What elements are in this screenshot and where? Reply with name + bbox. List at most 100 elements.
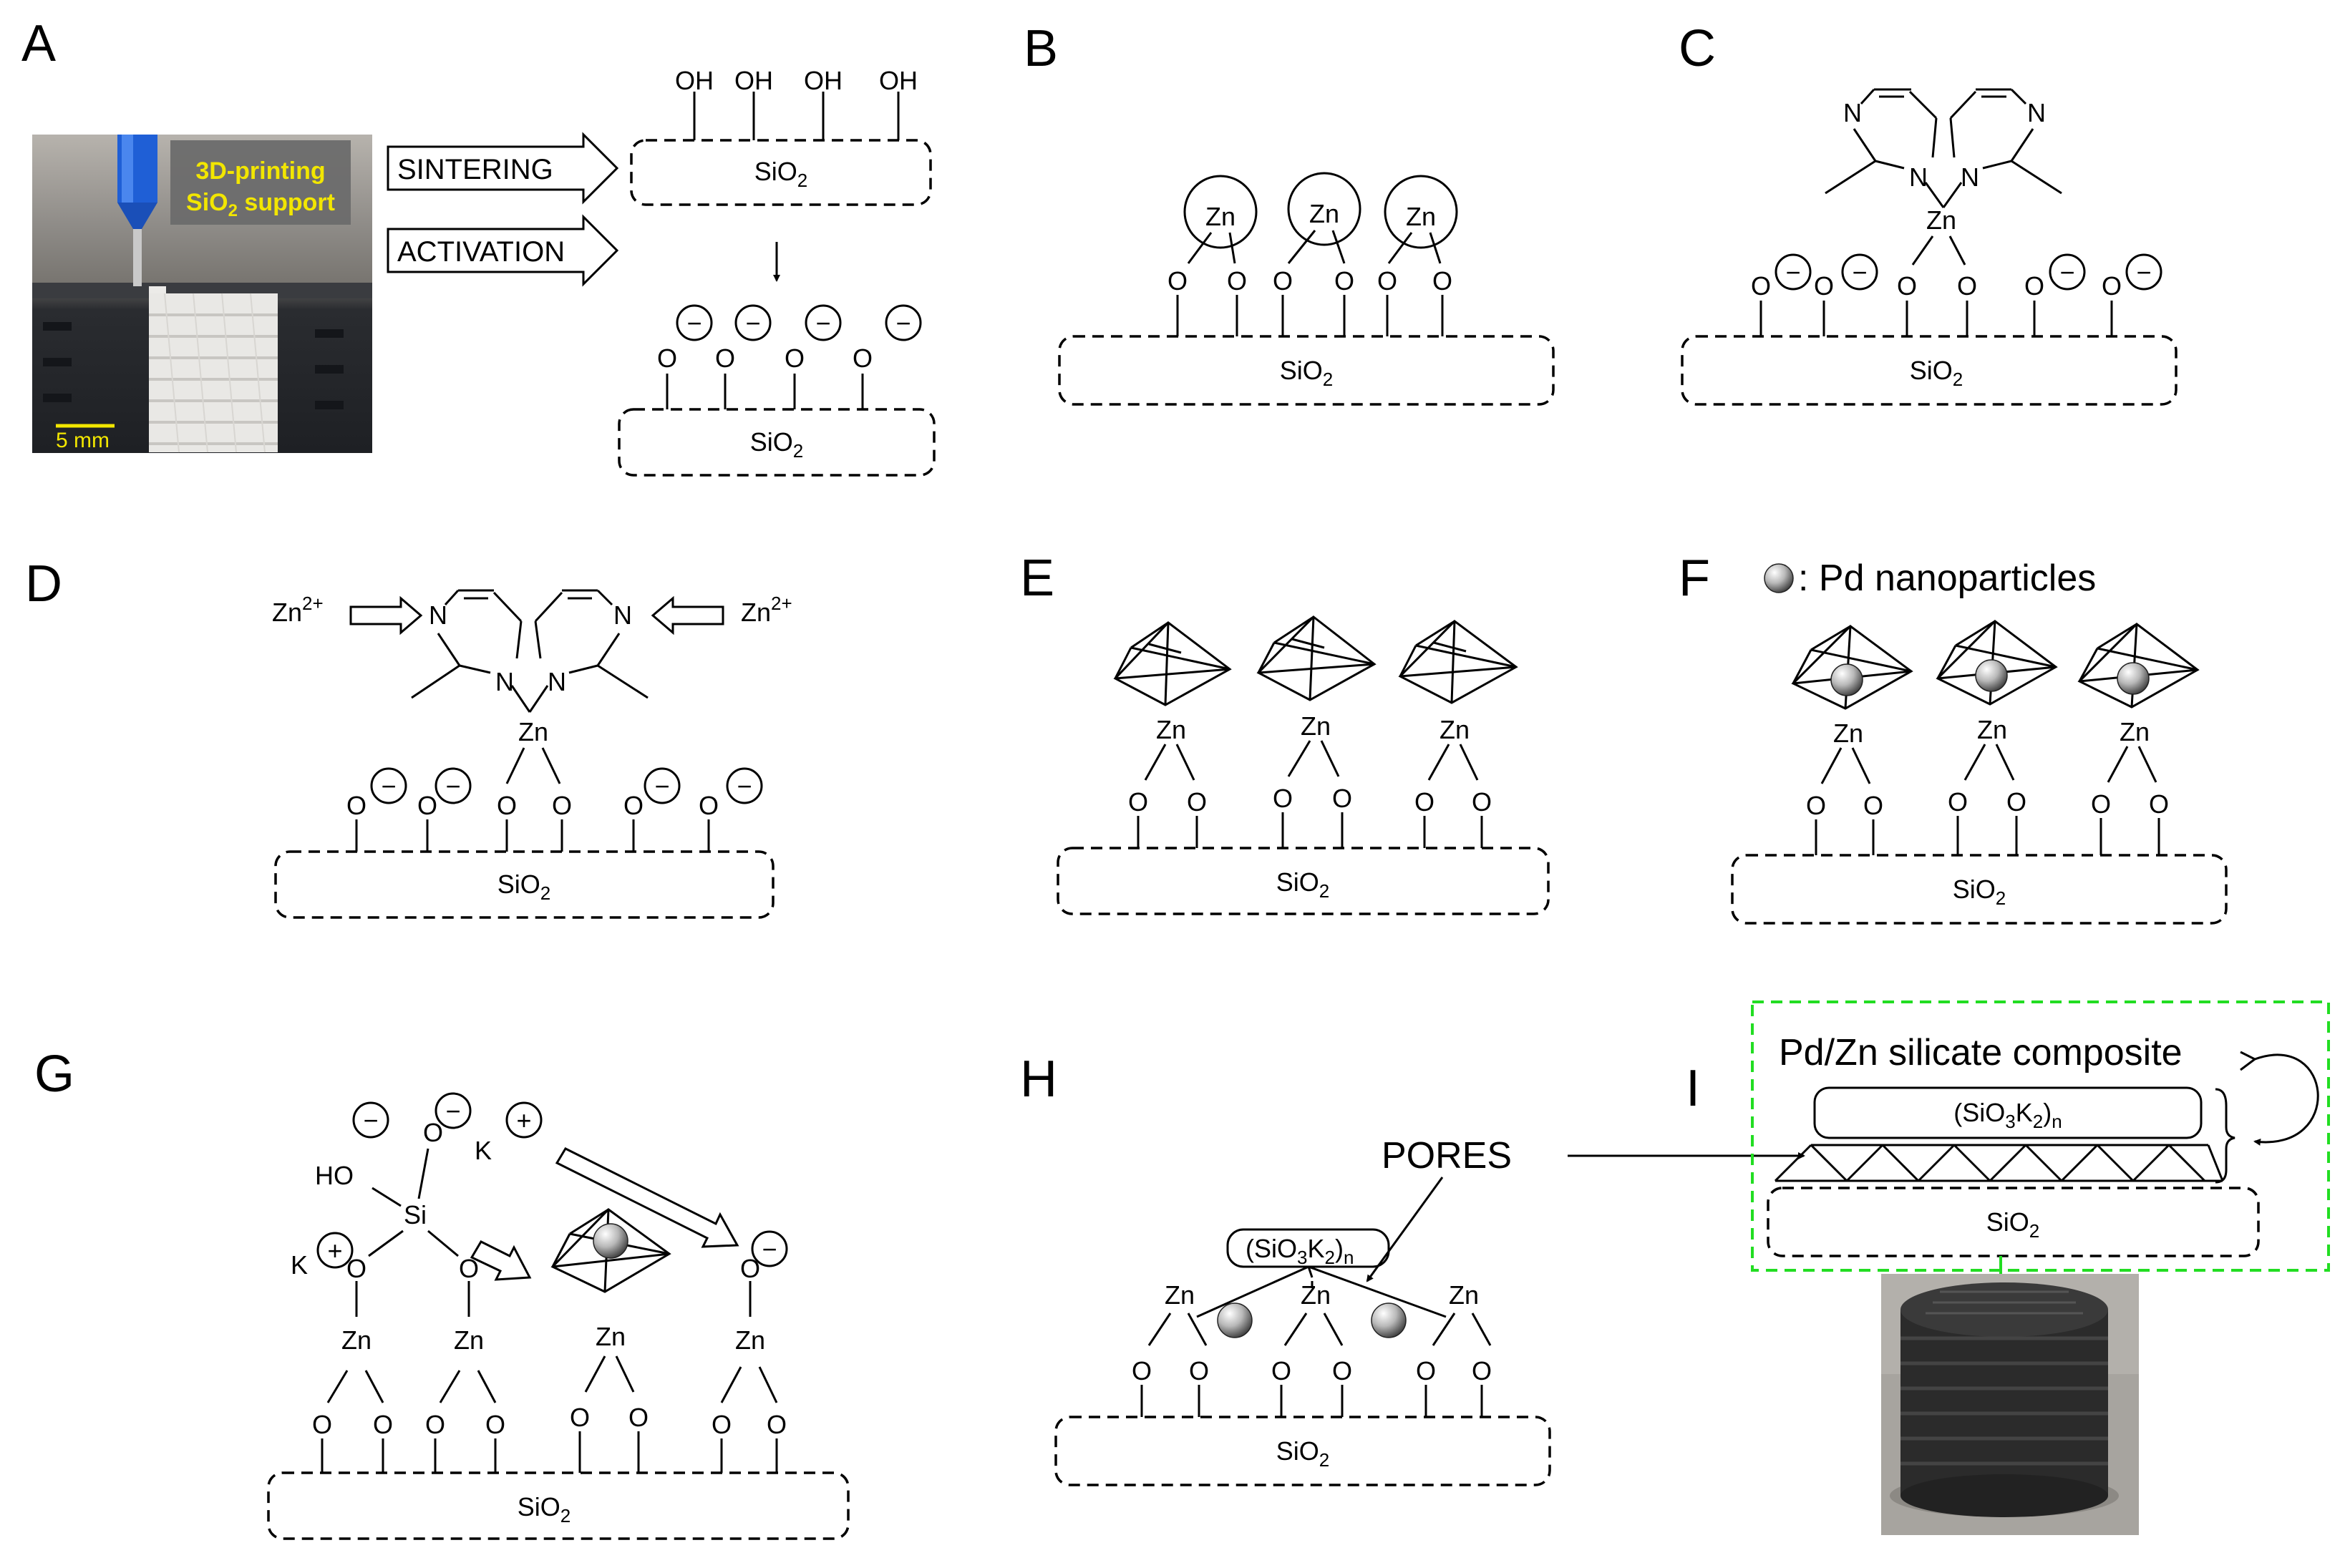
silicate-layer-label: (SiO3K2)n: [1246, 1234, 1354, 1268]
svg-text:−: −: [745, 308, 760, 338]
svg-text:O: O: [1187, 787, 1207, 817]
svg-text:OH: OH: [675, 66, 714, 95]
pores-label: PORES: [1382, 1135, 1512, 1177]
svg-text:−: −: [445, 1096, 460, 1126]
svg-text:O: O: [1472, 787, 1492, 817]
svg-text:O: O: [1334, 266, 1354, 296]
svg-text:N: N: [1909, 162, 1928, 192]
svg-text:−: −: [1852, 258, 1867, 287]
svg-text:O: O: [552, 791, 572, 820]
silicate-shell-label: (SiO3K2)n: [1953, 1098, 2062, 1132]
panel-e: Zn Zn Zn O O O O O O SiO2: [1057, 615, 1550, 915]
pores-arrow-down: [1366, 1177, 1444, 1282]
svg-text:O: O: [1227, 266, 1247, 296]
svg-text:N: N: [2027, 98, 2046, 127]
svg-text:O: O: [1132, 1356, 1152, 1386]
svg-text:O: O: [1863, 791, 1883, 820]
svg-text:Zn: Zn: [1309, 199, 1339, 228]
svg-text:Zn: Zn: [1301, 711, 1331, 741]
pore-lattice: [1774, 1144, 2224, 1182]
activation-arrow: ACTIVATION: [387, 214, 619, 287]
svg-text:O: O: [1128, 787, 1148, 817]
svg-text:O: O: [1814, 271, 1834, 301]
svg-text:O: O: [2091, 789, 2111, 819]
panel-label-h: H: [1020, 1051, 1057, 1108]
svg-text:O: O: [1189, 1356, 1209, 1386]
svg-text:O: O: [312, 1410, 332, 1439]
printed-catalyst-photo: [1881, 1274, 2139, 1535]
svg-text:SiO2: SiO2: [1276, 1436, 1329, 1471]
svg-text:O: O: [570, 1403, 590, 1432]
svg-text:O: O: [1416, 1356, 1436, 1386]
activated-silica: O O O O − − − − SiO2: [618, 304, 936, 477]
svg-text:N: N: [495, 667, 514, 696]
svg-text:SiO2: SiO2: [1953, 875, 2006, 909]
svg-text:O: O: [2102, 271, 2122, 301]
hydroxylated-silica: OH OH OH OH SiO2: [630, 66, 932, 206]
svg-text:N: N: [548, 667, 566, 696]
svg-text:O: O: [657, 344, 677, 373]
panel-d: Zn2+ Zn2+ N N N N Zn: [272, 589, 792, 919]
svg-text:Si: Si: [404, 1200, 427, 1229]
svg-text:O: O: [1167, 266, 1188, 296]
svg-text:HO: HO: [315, 1161, 354, 1190]
panel-h: (SiO3K2)n PORES Zn Zn Zn O O O O O O SiO…: [1054, 1135, 1805, 1486]
panel-label-f: F: [1679, 550, 1710, 607]
svg-text:O: O: [767, 1410, 787, 1439]
svg-text:Zn: Zn: [1449, 1280, 1479, 1310]
svg-text:Zn: Zn: [1205, 202, 1235, 231]
svg-text:N: N: [613, 600, 632, 630]
svg-text:O: O: [623, 791, 644, 820]
cycle-arrow: [2253, 1053, 2319, 1146]
svg-text:O: O: [497, 791, 517, 820]
svg-text:N: N: [1843, 98, 1862, 127]
svg-text:O: O: [1806, 791, 1826, 820]
svg-text:O: O: [346, 791, 366, 820]
svg-text:+: +: [327, 1236, 342, 1265]
svg-text:O: O: [853, 344, 873, 373]
brace: [2215, 1088, 2235, 1184]
svg-text:O: O: [712, 1410, 732, 1439]
svg-text:SiO2: SiO2: [1276, 867, 1329, 902]
svg-text:O: O: [1377, 266, 1397, 296]
svg-text:ACTIVATION: ACTIVATION: [397, 236, 565, 268]
svg-text:O: O: [373, 1410, 393, 1439]
sintering-arrow: SINTERING: [387, 132, 619, 205]
svg-text:O: O: [1332, 1356, 1352, 1386]
printing-photo: 3D-printing SiO2 support 5 mm: [32, 135, 372, 453]
svg-text:O: O: [1271, 1356, 1291, 1386]
panel-label-a: A: [21, 15, 56, 72]
svg-text:−: −: [815, 308, 830, 338]
svg-text:SiO2: SiO2: [497, 870, 550, 904]
svg-text:O: O: [1957, 271, 1977, 301]
scale-bar-label: 5 mm: [56, 429, 110, 452]
panel-a: 3D-printing SiO2 support 5 mm SINTERING …: [32, 66, 936, 477]
svg-text:SiO2: SiO2: [1280, 356, 1333, 390]
svg-text:O: O: [1414, 787, 1434, 817]
zn-arrow-left: [349, 595, 423, 636]
svg-text:SiO2: SiO2: [750, 427, 803, 462]
svg-text:Zn: Zn: [454, 1325, 484, 1355]
svg-text:Zn: Zn: [1406, 202, 1436, 231]
panel-label-c: C: [1679, 20, 1716, 77]
svg-text:−: −: [1785, 258, 1800, 287]
svg-text:−: −: [381, 771, 396, 801]
svg-text:−: −: [737, 771, 752, 801]
svg-text:SiO2: SiO2: [754, 157, 807, 191]
silicate-attack-arrow-long: [555, 1147, 739, 1248]
pd-legend-text: : Pd nanoparticles: [1798, 557, 2096, 599]
svg-text:N: N: [429, 600, 447, 630]
svg-text:−: −: [895, 308, 911, 338]
svg-text:SiO2: SiO2: [518, 1492, 571, 1526]
zn-arrow-right: [651, 595, 724, 636]
svg-text:Zn: Zn: [1301, 1280, 1331, 1310]
svg-text:K: K: [475, 1136, 492, 1165]
panel-b: Zn Zn Zn O O O O O O SiO2: [1058, 172, 1555, 406]
svg-text:O: O: [715, 344, 735, 373]
svg-text:O: O: [2006, 787, 2026, 817]
svg-text:Zn: Zn: [596, 1322, 626, 1351]
panel-label-i: I: [1686, 1060, 1700, 1117]
panel-f: : Pd nanoparticles Zn Zn Zn O O: [1731, 557, 2228, 925]
svg-text:Zn: Zn: [518, 717, 548, 746]
svg-text:O: O: [1948, 787, 1968, 817]
